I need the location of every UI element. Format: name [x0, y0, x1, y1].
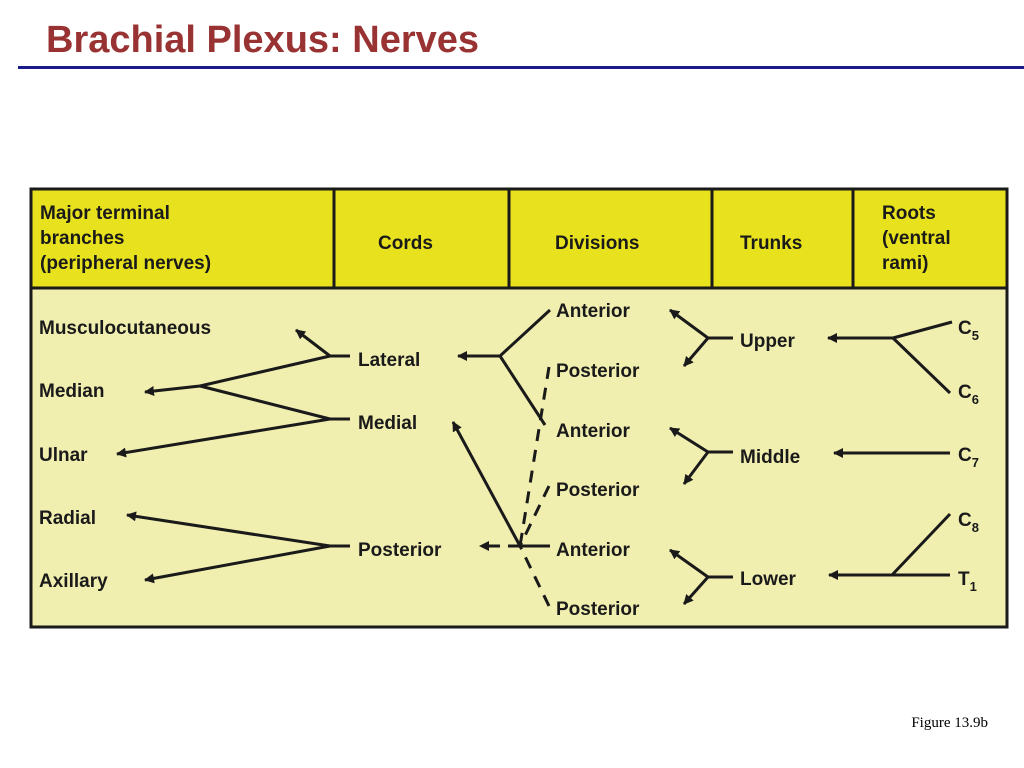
middle-anterior-arrow	[669, 426, 709, 454]
medial-cord-arrow	[451, 421, 522, 547]
trunk-upper: Upper	[740, 331, 796, 352]
header-roots-line1: Roots	[882, 203, 936, 224]
branch-musculocutaneous: Musculocutaneous	[39, 318, 211, 339]
header-branches-line2: branches	[40, 228, 124, 249]
musculocutaneous-arrow	[295, 328, 331, 358]
header-dividers	[332, 189, 855, 288]
header-roots-line2: (ventral	[882, 228, 951, 249]
root-c8: C8	[958, 510, 979, 535]
division-middle-anterior: Anterior	[556, 421, 631, 442]
division-lower-anterior: Anterior	[556, 540, 631, 561]
header-roots-line3: rami)	[882, 253, 928, 274]
trunk-lower: Lower	[740, 569, 797, 590]
medial-to-median	[199, 384, 331, 421]
median-arrow	[144, 384, 201, 396]
header-branches-line1: Major terminal	[40, 203, 170, 224]
posterior-to-cord-middle	[518, 485, 551, 547]
middle-posterior-arrow	[682, 451, 710, 485]
posterior-to-cord-lower	[518, 545, 551, 607]
lateral-to-median	[199, 354, 331, 388]
root-c8-line	[890, 512, 952, 577]
title-rule	[18, 66, 1024, 69]
upper-anterior-arrow	[669, 308, 709, 340]
trunk-middle: Middle	[740, 447, 800, 468]
root-c5-line	[892, 320, 953, 340]
slide-title: Brachial Plexus: Nerves	[46, 19, 480, 61]
header-cords: Cords	[378, 233, 433, 254]
upper-anterior-to-lateral	[498, 308, 552, 358]
table-header	[29, 187, 1009, 290]
root-c5: C5	[958, 318, 979, 343]
branch-radial: Radial	[39, 508, 96, 529]
division-middle-posterior: Posterior	[556, 480, 640, 501]
division-upper-anterior: Anterior	[556, 301, 631, 322]
plexus-connections	[116, 308, 953, 607]
ulnar-arrow	[116, 417, 331, 458]
cord-medial: Medial	[358, 413, 417, 434]
division-lower-posterior: Posterior	[556, 599, 640, 620]
header-branches-line3: (peripheral nerves)	[40, 253, 211, 274]
radial-arrow	[126, 511, 331, 548]
axillary-arrow	[144, 544, 331, 584]
middle-anterior-to-lateral	[498, 355, 547, 426]
cord-posterior: Posterior	[358, 540, 442, 561]
header-branches: Major terminal branches (peripheral nerv…	[40, 203, 211, 274]
figure-caption: Figure 13.9b	[911, 715, 988, 731]
division-upper-posterior: Posterior	[556, 361, 640, 382]
root-t1: T1	[958, 569, 977, 594]
branch-ulnar: Ulnar	[39, 445, 88, 466]
upper-posterior-arrow	[682, 337, 710, 367]
lower-anterior-arrow	[669, 548, 709, 579]
posterior-to-cord-upper	[518, 366, 551, 547]
branch-median: Median	[39, 381, 104, 402]
lower-posterior-arrow	[682, 576, 710, 605]
root-c6: C6	[958, 382, 979, 407]
header-trunks: Trunks	[740, 233, 802, 254]
cord-lateral: Lateral	[358, 350, 420, 371]
root-c7: C7	[958, 445, 979, 470]
header-divisions: Divisions	[555, 233, 639, 254]
header-roots: Roots (ventral rami)	[882, 203, 951, 274]
branch-axillary: Axillary	[39, 571, 108, 592]
root-c6-line	[891, 336, 952, 395]
